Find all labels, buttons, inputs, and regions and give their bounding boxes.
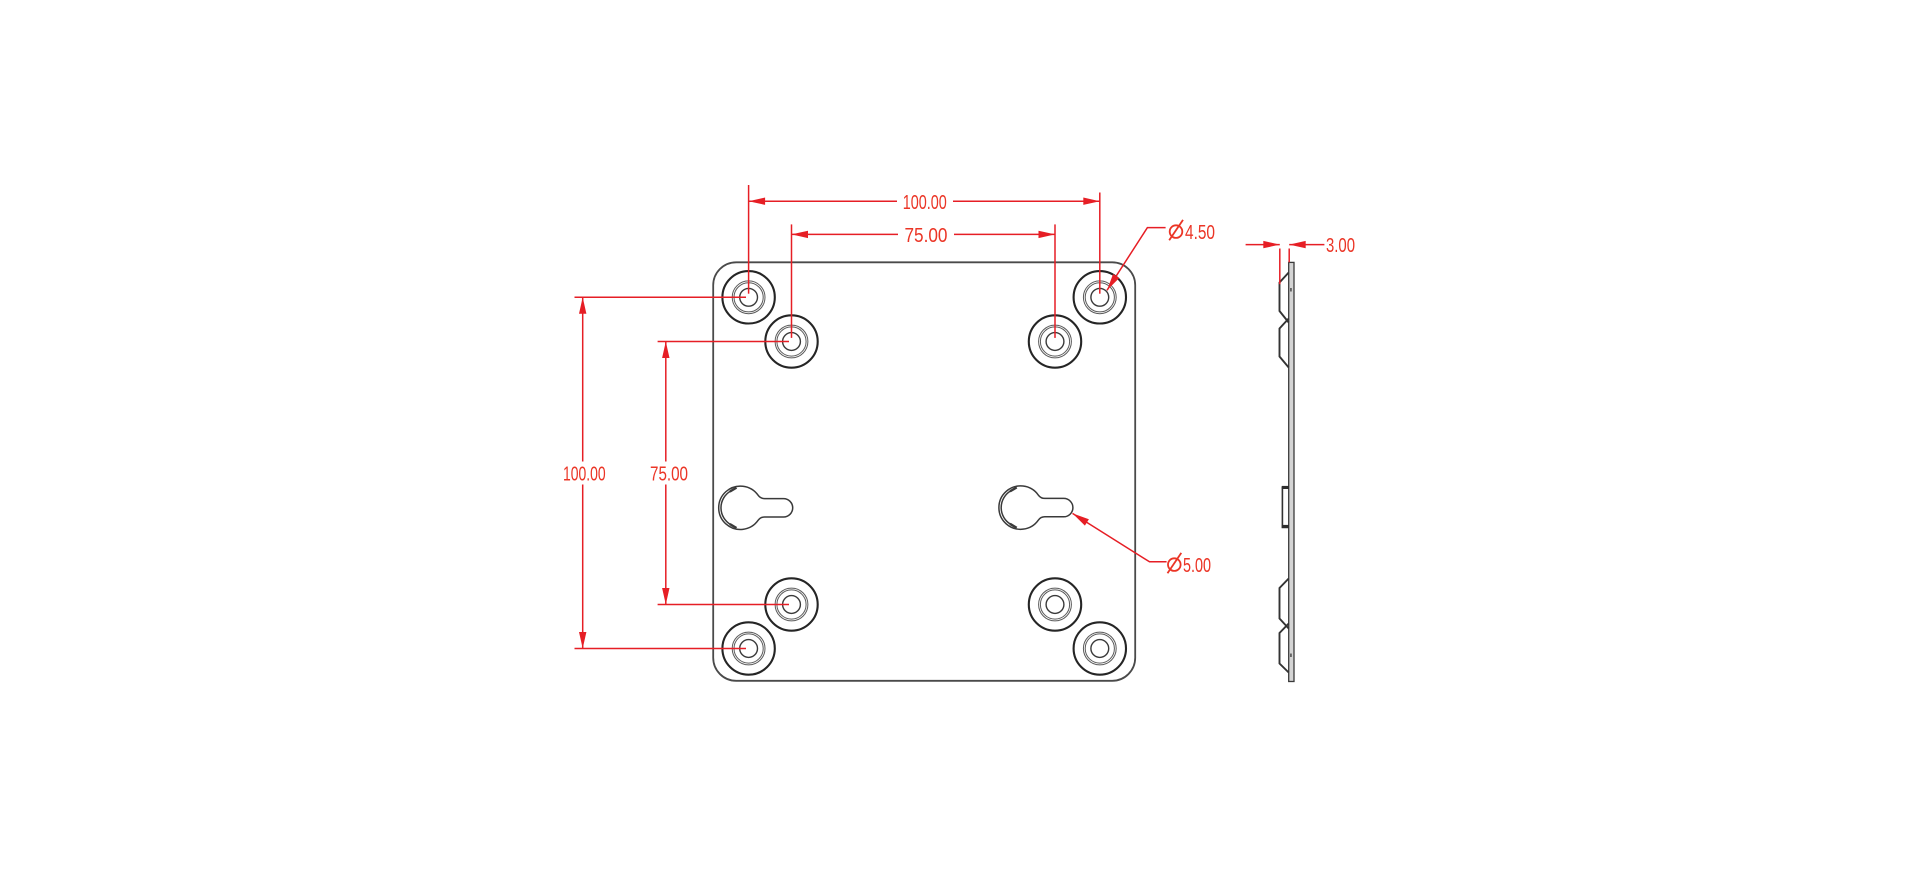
- svg-text:75.00: 75.00: [905, 225, 948, 247]
- svg-text:4.50: 4.50: [1185, 222, 1215, 244]
- svg-text:75.00: 75.00: [650, 463, 688, 485]
- svg-text:3.00: 3.00: [1326, 235, 1355, 257]
- svg-text:100.00: 100.00: [563, 463, 606, 485]
- svg-text:100.00: 100.00: [903, 192, 947, 214]
- svg-text:5.00: 5.00: [1183, 555, 1211, 577]
